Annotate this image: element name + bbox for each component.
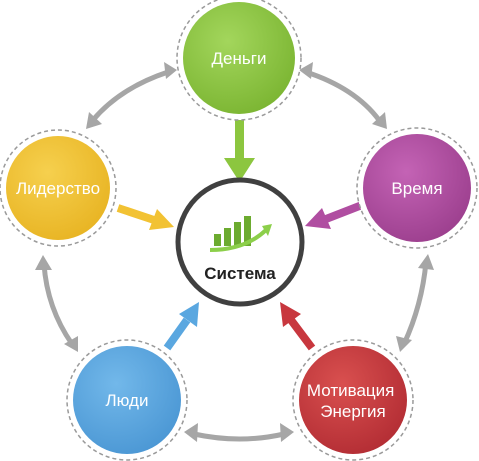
node-vremya: Время	[356, 127, 478, 249]
connector-lyudi-liderstvo	[35, 255, 78, 352]
node-label-dengi: Деньги	[212, 49, 267, 68]
connector-dengi-vremya	[299, 62, 387, 129]
node-label-motivatsiya: Мотивация Энергия	[307, 381, 399, 421]
growth-chart-icon	[209, 216, 272, 252]
connector-motivatsiya-lyudi	[184, 423, 294, 442]
node-liderstvo: Лидерство	[0, 129, 117, 247]
arrow-lyudi-to-center	[163, 302, 199, 351]
node-motivatsiya: Мотивация Энергия	[292, 339, 414, 461]
node-dengi: Деньги	[176, 0, 302, 121]
node-label-line: Люди	[106, 391, 149, 410]
arrow-vremya-to-center	[305, 201, 364, 229]
center-label: Система	[204, 264, 276, 283]
node-label-line: Деньги	[212, 49, 267, 68]
node-lyudi: Люди	[66, 339, 188, 461]
connector-liderstvo-dengi	[86, 62, 177, 129]
arrow-motivatsiya-to-center	[280, 302, 316, 351]
node-label-line: Энергия	[320, 402, 385, 421]
node-label-line: Лидерство	[16, 179, 100, 198]
center-node: Система	[175, 177, 305, 307]
node-label-vremya: Время	[391, 179, 442, 198]
arrow-liderstvo-to-center	[116, 204, 174, 230]
node-label-line: Мотивация	[307, 381, 394, 400]
node-label-liderstvo: Лидерство	[16, 179, 100, 198]
node-label-lyudi: Люди	[106, 391, 149, 410]
arrow-dengi-to-center	[224, 120, 255, 182]
node-label-line: Время	[391, 179, 442, 198]
connector-vremya-motivatsiya	[396, 254, 434, 352]
